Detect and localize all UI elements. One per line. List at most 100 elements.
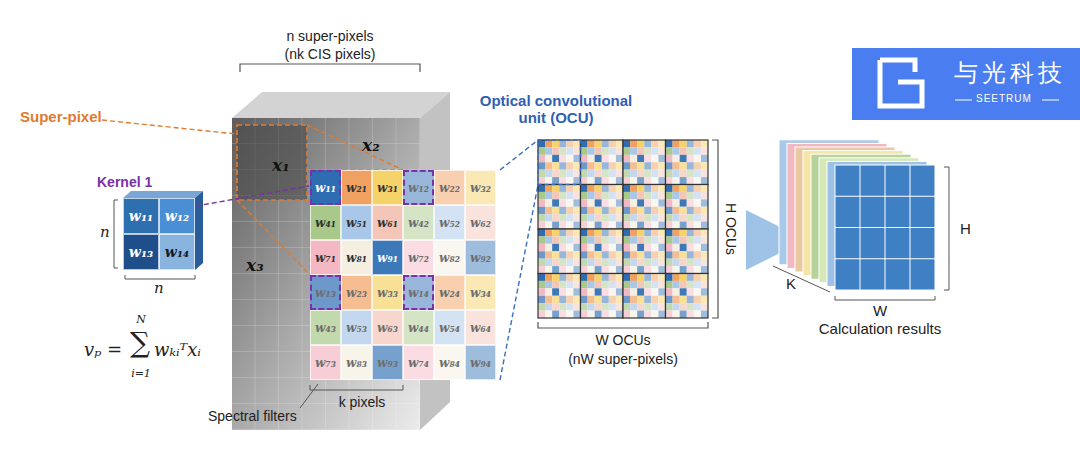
ocu-cell (644, 162, 651, 169)
weight-label: w₈₄ (439, 356, 460, 370)
kernel-link (196, 186, 309, 206)
ocu-cell (588, 236, 595, 243)
ocu-cell (623, 236, 630, 243)
ocu-cell (680, 259, 687, 266)
ocu-cell (559, 251, 566, 258)
ocu-cell (687, 259, 694, 266)
ocu-cell (588, 199, 595, 206)
logo-box: 与光科技SEETRUM (852, 48, 1080, 120)
ocu-cell (623, 192, 630, 199)
ocu-cell (545, 229, 552, 236)
kernel-cell: w₁₄ (159, 234, 195, 270)
ocu-cell (658, 259, 665, 266)
ocu-cell (673, 222, 680, 229)
ocu-cell (630, 303, 637, 310)
weight-label: w₂₂ (439, 181, 460, 195)
ocu-cell (630, 140, 637, 147)
ocu-cell (602, 214, 609, 221)
ocu-cell (673, 274, 680, 281)
ocu-cell (694, 214, 701, 221)
ocu-cell (588, 155, 595, 162)
ocu-cell (545, 140, 552, 147)
ocu-cell (602, 288, 609, 295)
ocu-cell (701, 214, 708, 221)
annotation: Super-pixel (20, 108, 102, 125)
ocu-cell (651, 251, 658, 258)
kernel-cell: w₁₁ (123, 198, 159, 234)
ocu-cell (566, 155, 573, 162)
ocu-cell (559, 236, 566, 243)
ocu-cell (637, 229, 644, 236)
ocu-cell (623, 274, 630, 281)
ocu-cell (680, 311, 687, 318)
ocu-cell (644, 281, 651, 288)
filter-cell: w₄₄ (403, 310, 434, 345)
ocu-cell (680, 170, 687, 177)
ocu-cell (616, 296, 623, 303)
ocu-cell (630, 162, 637, 169)
ocu-cell (559, 274, 566, 281)
ocu-cell (630, 147, 637, 154)
filter-cell: w₆₂ (465, 205, 496, 240)
ocu-cell (658, 288, 665, 295)
ocu-border (666, 229, 709, 274)
ocu-cell (609, 281, 616, 288)
ocu-cell (602, 259, 609, 266)
ocu-cell (673, 303, 680, 310)
ocu-cell (588, 147, 595, 154)
ocu-cell (566, 192, 573, 199)
ocu-cell (559, 259, 566, 266)
ocu-cell (630, 222, 637, 229)
ocu-cell (595, 259, 602, 266)
ocu-cell (630, 229, 637, 236)
ocu-cell (581, 147, 588, 154)
ocu-cell (573, 244, 580, 251)
ocu-cell (694, 274, 701, 281)
ocu-cell (616, 207, 623, 214)
ocu-cell (545, 281, 552, 288)
ocu-cell (651, 185, 658, 192)
ocu-cell (552, 192, 559, 199)
logo-text: 与光科技 (954, 60, 1066, 88)
ocu-cell (616, 162, 623, 169)
ocu-cell (581, 244, 588, 251)
ocu-cell (623, 214, 630, 221)
ocu-cell (694, 266, 701, 273)
ocu-cell (623, 140, 630, 147)
ocu-cell (581, 311, 588, 318)
ocu-cell (687, 311, 694, 318)
ocu-cell (616, 266, 623, 273)
ocu-cell (545, 236, 552, 243)
ocu-cell (680, 147, 687, 154)
ocu-cell (595, 155, 602, 162)
ocu-cell (687, 192, 694, 199)
ocu-cell (538, 244, 545, 251)
ocu-cell (609, 192, 616, 199)
ocu-cell (623, 266, 630, 273)
ocu-cell (658, 222, 665, 229)
ocu-cell (609, 185, 616, 192)
ocu-cell (694, 303, 701, 310)
filter-cell: w₉₁ (372, 240, 403, 275)
ocu-cell (552, 229, 559, 236)
ocu-cell (630, 236, 637, 243)
ocu-cell (651, 288, 658, 295)
ocu-cell (595, 170, 602, 177)
ocu-cell (680, 281, 687, 288)
ocu-cell (673, 214, 680, 221)
ocu-cell (658, 199, 665, 206)
ocu-cell (666, 259, 673, 266)
ocu-cell (673, 244, 680, 251)
ocu-cell (581, 303, 588, 310)
ocu-cell (552, 162, 559, 169)
ocu-cell (694, 207, 701, 214)
filter-cell: w₈₃ (341, 345, 372, 380)
ocu-cell (694, 236, 701, 243)
ocu-cell (701, 162, 708, 169)
ocu-cell (595, 207, 602, 214)
ocu-cell (651, 303, 658, 310)
annotation: k pixels (339, 394, 386, 410)
sensor-slab (232, 92, 450, 430)
ocu-cell (637, 274, 644, 281)
ocu-cell (687, 170, 694, 177)
